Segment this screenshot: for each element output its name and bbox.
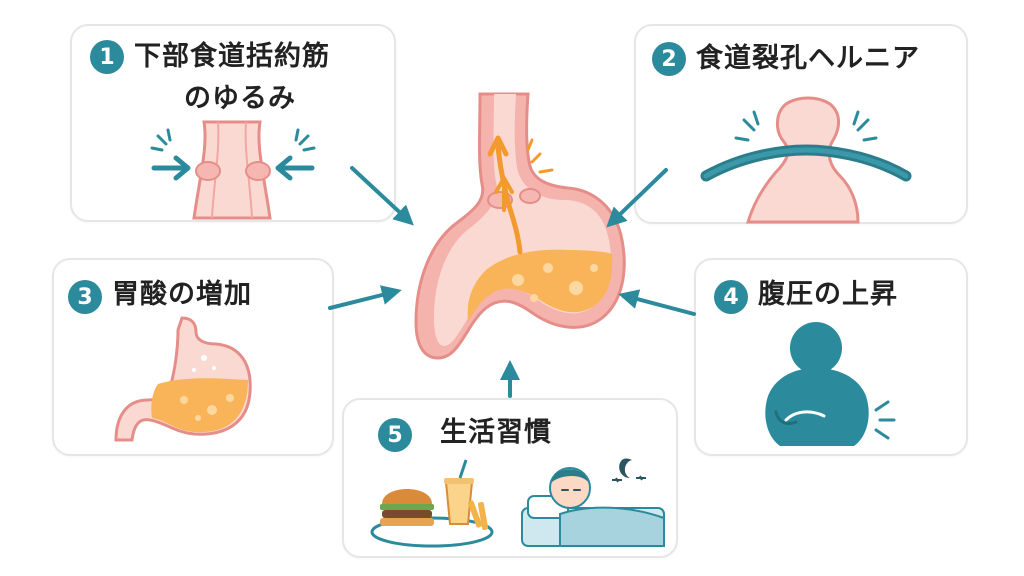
sleeping-person-icon (521, 458, 665, 547)
cause-title-3: 胃酸の増加 (112, 279, 252, 310)
cause-card-1: 1 下部食道括約筋 のゆるみ (70, 24, 396, 222)
cause-title-1-line1: 下部食道括約筋 (134, 41, 330, 72)
hiatal-hernia-icon (700, 96, 912, 224)
abdominal-pressure-person-icon (765, 322, 896, 446)
cause-number-badge-1: 1 (90, 40, 124, 74)
relaxed-sphincter-icon (150, 120, 316, 220)
cause-number-badge-5: 5 (378, 418, 412, 452)
arrow-from-cause-3 (328, 285, 402, 310)
arrow-from-cause-4 (618, 289, 696, 316)
fast-food-icon (370, 459, 494, 548)
cause-card-5: 5 生活習慣 (342, 398, 678, 558)
cause-title-1-line2: のゆるみ (184, 83, 296, 114)
cause-title-2: 食道裂孔ヘルニア (696, 43, 920, 74)
cause-card-2: 2 食道裂孔ヘルニア (634, 24, 968, 224)
cause-number-badge-3: 3 (68, 280, 102, 314)
arrow-from-cause-1 (350, 166, 414, 226)
stomach-acid-reflux-icon (414, 92, 626, 360)
stomach-acid-icon (114, 316, 252, 442)
cause-number-badge-2: 2 (652, 42, 686, 76)
cause-number-badge-4: 4 (714, 280, 748, 314)
cause-title-4: 腹圧の上昇 (758, 279, 898, 310)
arrow-from-cause-2 (606, 168, 668, 228)
cause-card-3: 3 胃酸の増加 (52, 258, 334, 456)
cause-title-5: 生活習慣 (440, 417, 552, 448)
cause-card-4: 4 腹圧の上昇 (694, 258, 968, 456)
